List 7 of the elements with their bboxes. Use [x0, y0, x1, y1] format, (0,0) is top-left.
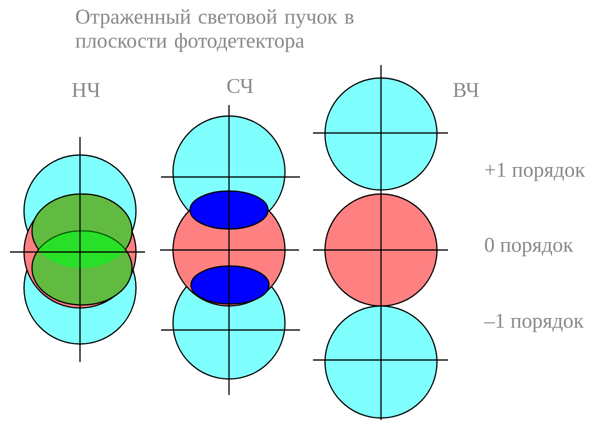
column-label: НЧ	[72, 83, 100, 97]
order-label: –1 порядок	[484, 314, 584, 332]
order-label: +1 порядок	[485, 162, 586, 182]
column-label: СЧ	[227, 78, 253, 94]
order-label: 0 порядок	[485, 238, 574, 256]
column-label: ВЧ	[453, 83, 479, 97]
title: Отраженный световой пучок в плоскости фотодетектора	[76, 9, 354, 52]
